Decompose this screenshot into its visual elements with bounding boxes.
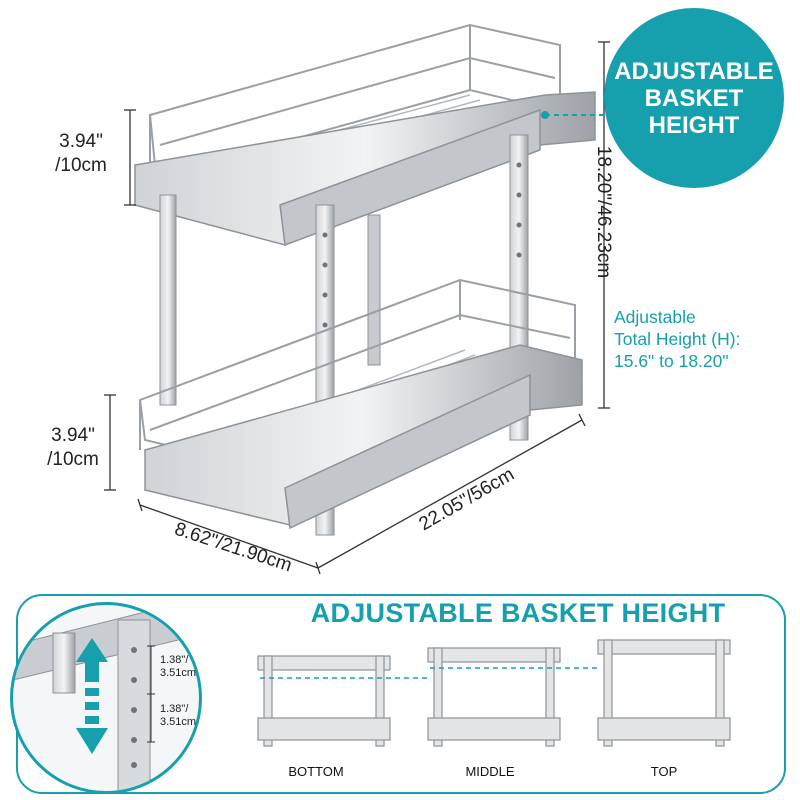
bottom-gap-label: 3.94" /10cm (38, 424, 108, 472)
up-down-arrow-icon (76, 638, 108, 754)
step1-value: 1.38"/ (160, 654, 189, 666)
adjustable-height-note: Adjustable Total Height (H): 15.6" to 18… (614, 306, 794, 372)
step-dimension-lines (147, 645, 155, 743)
badge-line1: ADJUSTABLE (614, 57, 774, 85)
detail-zoom-illustration (13, 609, 199, 791)
adjustable-note-line2: Total Height (H): (614, 329, 741, 349)
adjustable-note-line3: 15.6" to 18.20" (614, 351, 729, 371)
top-gap-label: 3.94" /10cm (46, 130, 116, 178)
left-upright (159, 194, 177, 406)
adjustable-height-badge: ADJUSTABLE BASKET HEIGHT (604, 8, 784, 188)
step2-value: 1.38"/ (160, 703, 189, 715)
adjustable-note-line1: Adjustable (614, 307, 696, 327)
height-label: 18.20"/46.23cm (593, 145, 614, 279)
position-bottom-caption: BOTTOM (288, 764, 344, 779)
bottom-gap-value: 3.94" (51, 425, 95, 446)
bottom-slide-rail (144, 344, 583, 526)
position-top-caption: TOP (650, 764, 678, 779)
detail-zoom-circle (10, 602, 202, 794)
top-gap-metric: /10cm (55, 155, 107, 176)
dimension-lines (104, 41, 610, 575)
step1-metric: 3.51cm (160, 667, 197, 679)
badge-line3: HEIGHT (648, 111, 740, 139)
panel-title: ADJUSTABLE BASKET HEIGHT (310, 598, 726, 628)
step2-metric: 3.51cm (160, 716, 197, 728)
step2-label: 1.38"/ 3.51cm (160, 703, 196, 729)
pull-out-organizer-illustration (104, 23, 630, 575)
step1-label: 1.38"/ 3.51cm (160, 654, 196, 680)
position-middle-caption: MIDDLE (465, 764, 515, 779)
top-gap-value: 3.94" (59, 131, 103, 152)
badge-line2: BASKET (644, 84, 744, 112)
basket-positions-diagram (257, 639, 731, 747)
bottom-gap-metric: /10cm (47, 449, 99, 470)
